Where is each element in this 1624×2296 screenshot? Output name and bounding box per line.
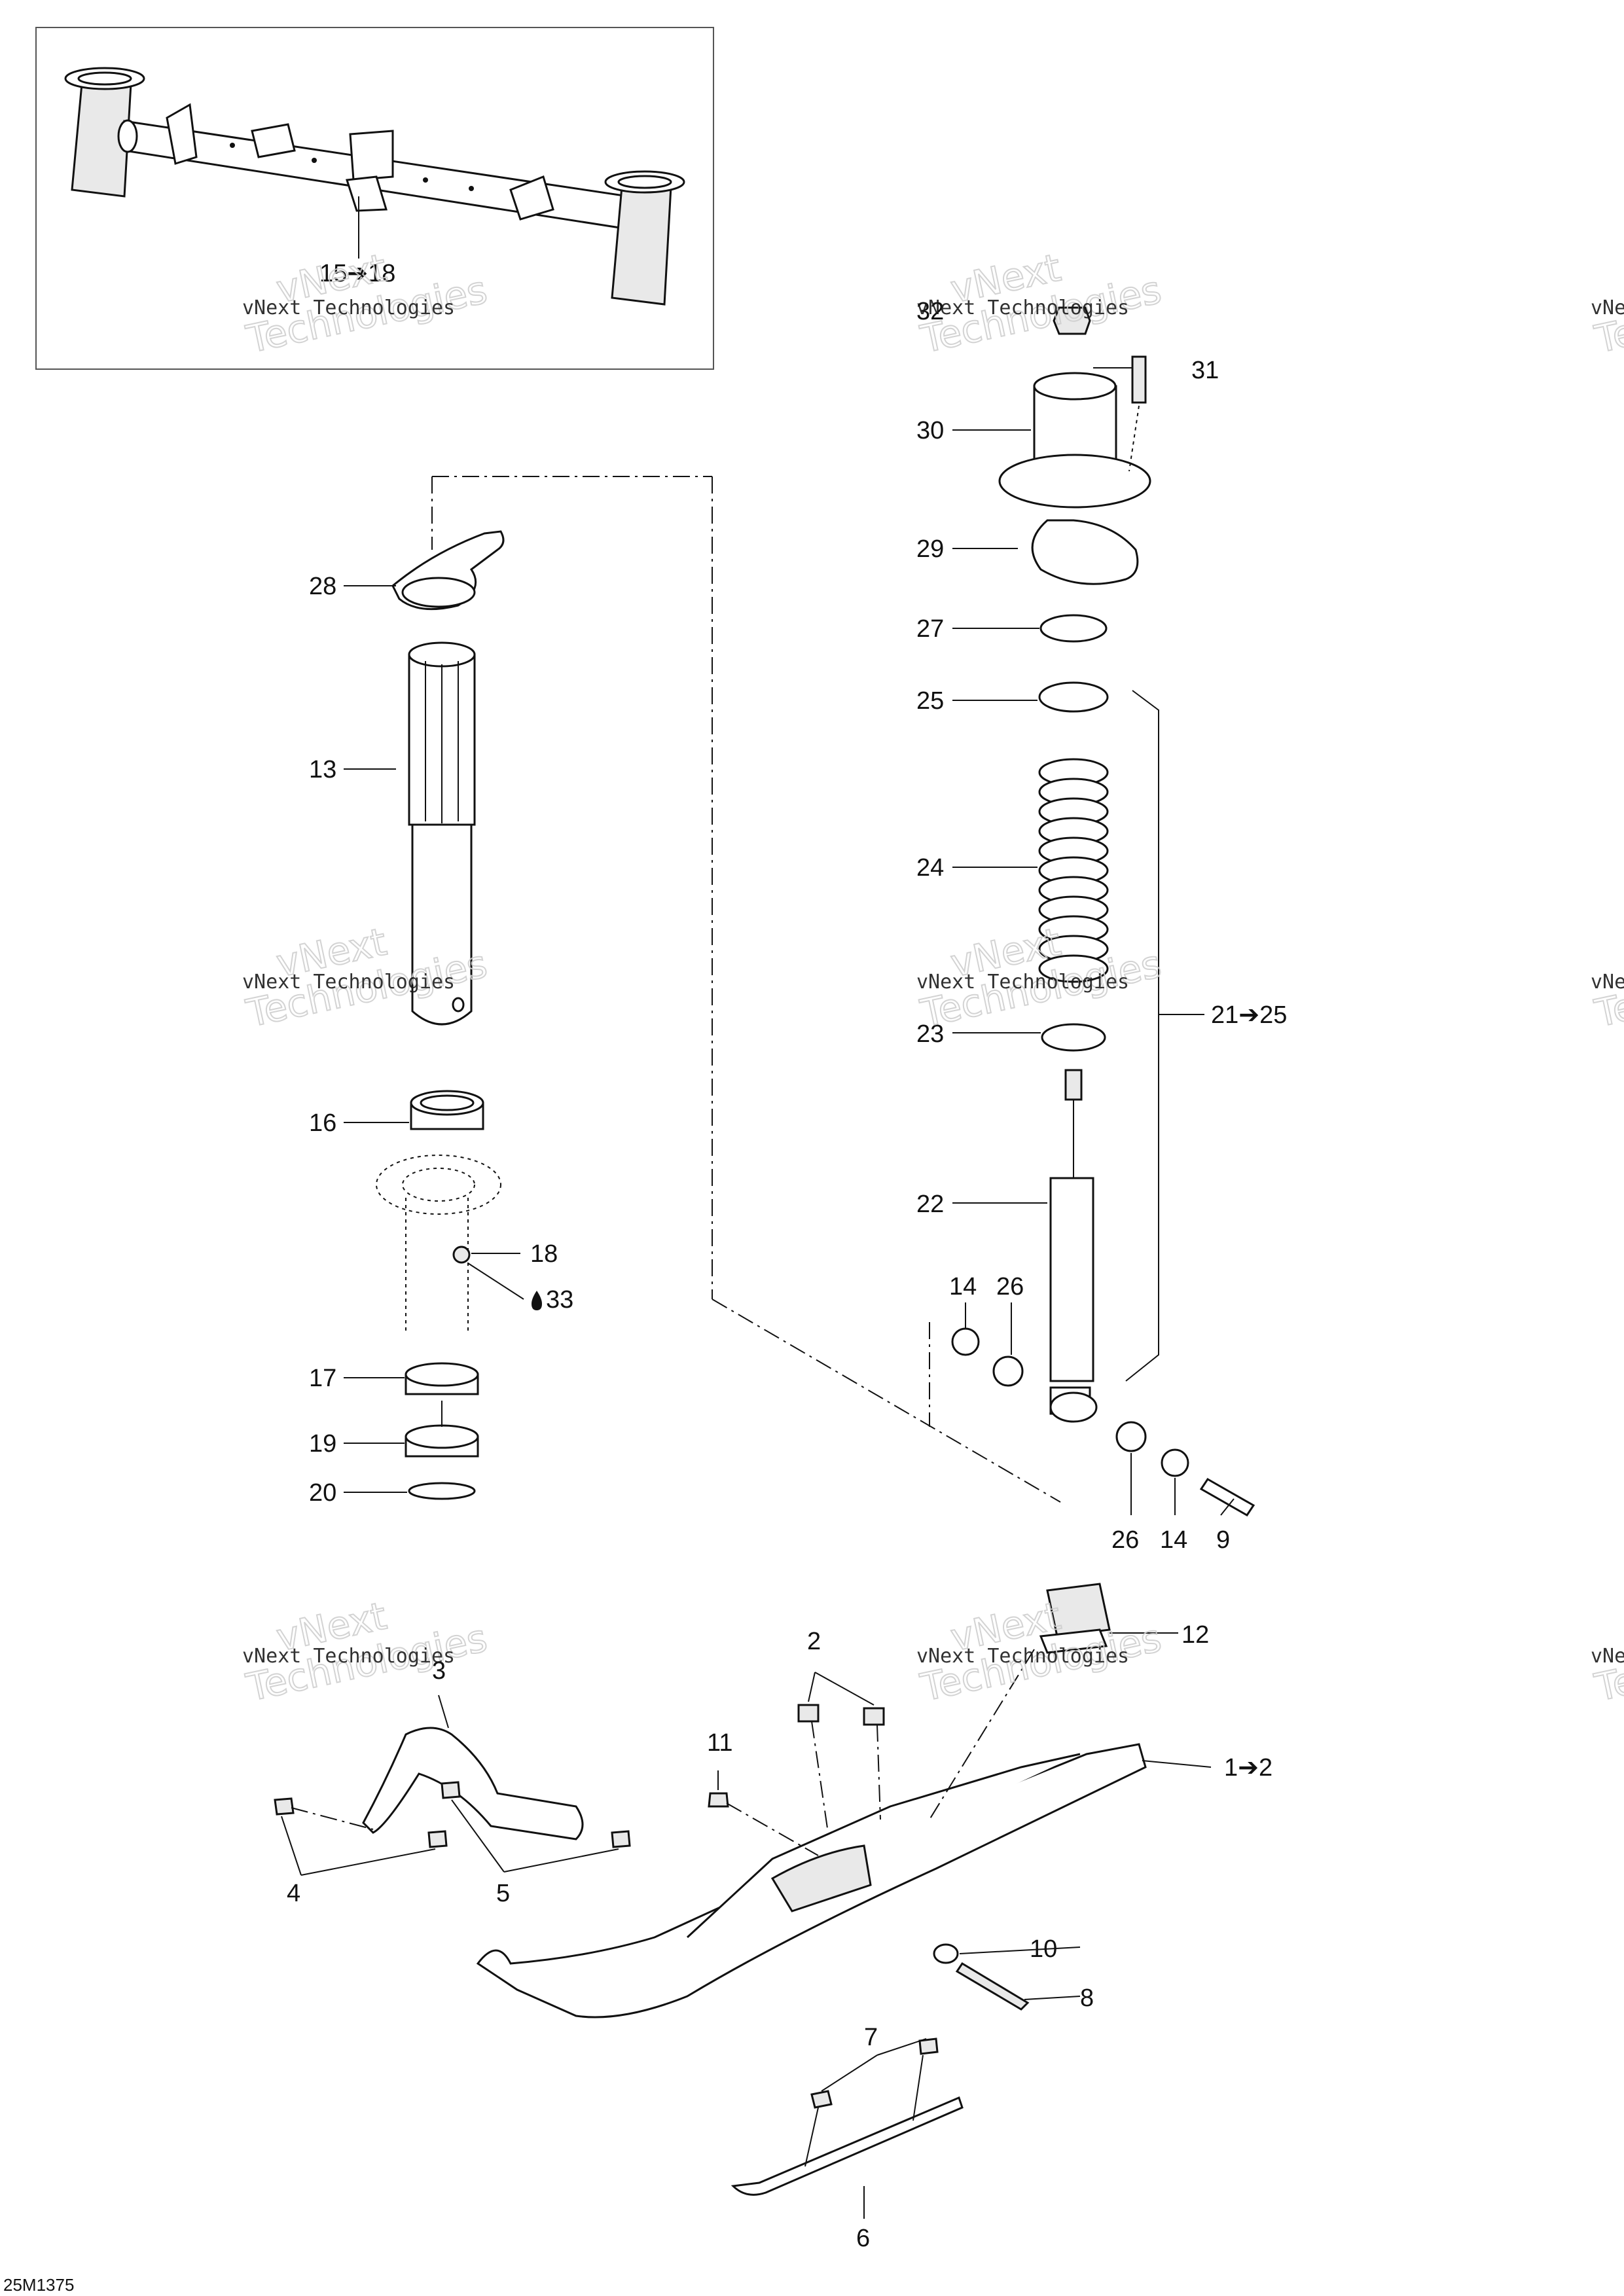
coil-spring xyxy=(1038,758,1109,983)
callout-15-18: 15➔18 xyxy=(319,260,395,287)
callout-24: 24 xyxy=(916,854,944,882)
svg-text:vNext Technologies: vNext Technologies xyxy=(1591,296,1624,319)
diagram-code: 25M1375 xyxy=(3,2275,74,2295)
shock-assembly xyxy=(929,306,1255,1516)
leader-lines xyxy=(344,367,1235,2000)
callout-26b: 26 xyxy=(1111,1526,1139,1554)
callout-12: 12 xyxy=(1182,1621,1209,1649)
callout-30: 30 xyxy=(916,417,944,444)
callout-19: 19 xyxy=(309,1430,336,1458)
svg-text:vNext Technologies: vNext Technologies xyxy=(242,296,455,319)
callout-22: 22 xyxy=(916,1191,944,1218)
svg-text:vNext Technologies: vNext Technologies xyxy=(916,971,1129,994)
callout-14b: 14 xyxy=(1160,1526,1187,1554)
callout-4: 4 xyxy=(287,1880,300,1907)
callout-32: 32 xyxy=(916,298,944,325)
spindle-assembly xyxy=(376,476,1061,1503)
callout-3: 3 xyxy=(432,1657,446,1685)
callout-17: 17 xyxy=(309,1365,336,1392)
callout-31: 31 xyxy=(1191,357,1219,384)
callout-13: 13 xyxy=(309,756,336,783)
callout-20: 20 xyxy=(309,1479,336,1507)
oil-drop-icon xyxy=(532,1291,542,1310)
callout-29: 29 xyxy=(916,535,944,563)
callout-6: 6 xyxy=(856,2225,870,2252)
callout-10: 10 xyxy=(1030,1935,1057,1963)
inset-frame-assembly xyxy=(35,27,714,370)
svg-text:vNext Technologies: vNext Technologies xyxy=(1591,1645,1624,1668)
callout-16: 16 xyxy=(309,1109,336,1137)
svg-text:vNext Technologies: vNext Technologies xyxy=(916,296,1129,319)
callout-1-2: 1➔2 xyxy=(1224,1754,1272,1782)
callout-33: 33 xyxy=(546,1286,573,1314)
callout-23: 23 xyxy=(916,1020,944,1048)
callout-5: 5 xyxy=(496,1880,510,1907)
callout-21-25: 21➔25 xyxy=(1211,1001,1287,1029)
svg-text:vNext Technologies: vNext Technologies xyxy=(242,971,455,994)
callout-2: 2 xyxy=(807,1628,821,1655)
callout-26a: 26 xyxy=(996,1273,1024,1300)
callout-28: 28 xyxy=(309,573,336,600)
callout-9: 9 xyxy=(1216,1526,1230,1554)
callout-25: 25 xyxy=(916,687,944,715)
callout-labels: 1➔2 2 3 4 5 6 7 8 9 10 11 12 13 14 14 15… xyxy=(287,260,1287,2252)
callout-27: 27 xyxy=(916,615,944,643)
svg-text:vNext Technologies: vNext Technologies xyxy=(1591,971,1624,994)
ski-assembly xyxy=(274,1583,1147,2219)
callout-14a: 14 xyxy=(949,1273,977,1300)
callout-8: 8 xyxy=(1080,1984,1094,2012)
svg-text:vNext Technologies: vNext Technologies xyxy=(242,1645,455,1668)
callout-18: 18 xyxy=(530,1240,558,1268)
callout-7: 7 xyxy=(864,2024,878,2051)
callout-11: 11 xyxy=(707,1729,732,1757)
svg-text:vNext Technologies: vNext Technologies xyxy=(916,1645,1129,1668)
